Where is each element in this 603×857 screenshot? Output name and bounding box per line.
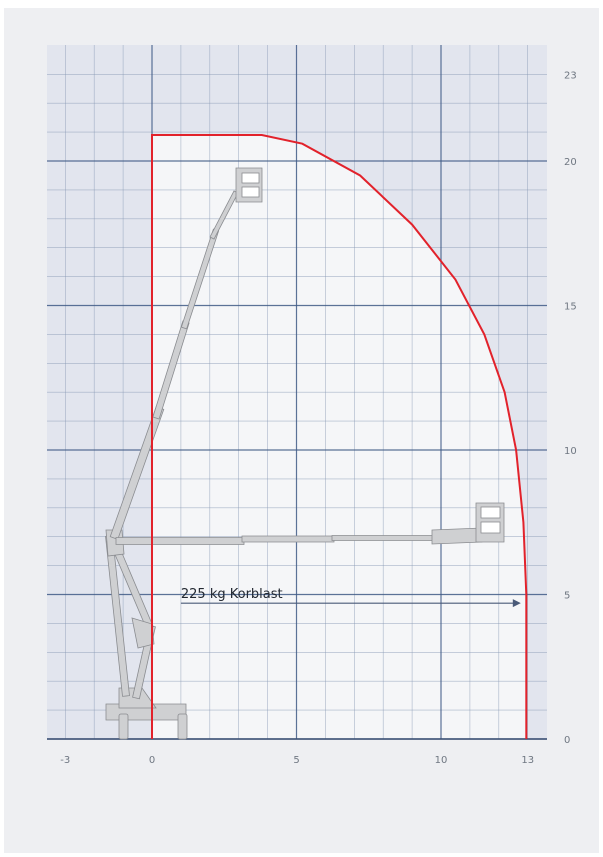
boom-section-3 bbox=[180, 228, 220, 330]
y-axis-ticks: 0 5 10 15 20 23 bbox=[564, 70, 577, 746]
aerial-platform-illustration bbox=[105, 167, 505, 740]
working-envelope-line bbox=[151, 134, 528, 739]
working-range-area bbox=[152, 135, 527, 739]
y-tick-label: 20 bbox=[564, 157, 577, 168]
diagram-card: 225 kg Korblast -3 0 5 10 13 0 5 10 15 20 23 bbox=[4, 8, 599, 853]
basket-raised-window bbox=[241, 172, 260, 184]
y-tick-label: 5 bbox=[564, 591, 570, 602]
load-label: 225 kg Korblast bbox=[181, 587, 283, 602]
lower-arm-1 bbox=[105, 535, 130, 697]
y-tick-label: 15 bbox=[564, 302, 577, 313]
y-tick-label: 10 bbox=[564, 446, 577, 457]
load-annotation: 225 kg Korblast bbox=[180, 587, 521, 608]
x-axis-ticks: -3 0 5 10 13 bbox=[60, 755, 534, 766]
jib-horizontal bbox=[431, 527, 483, 545]
basket-horizontal-window bbox=[480, 521, 501, 534]
jib-raised bbox=[209, 190, 239, 240]
basket-raised-window bbox=[241, 186, 260, 198]
working-range-diagram: 225 kg Korblast -3 0 5 10 13 0 5 10 15 20 23 bbox=[47, 45, 577, 766]
y-tick-label: 0 bbox=[564, 735, 570, 746]
front-wheel bbox=[118, 713, 129, 740]
x-tick-label: 10 bbox=[435, 755, 448, 766]
x-tick-label: -3 bbox=[60, 755, 70, 766]
knuckle-joint bbox=[131, 617, 155, 649]
boom-horizontal-1 bbox=[115, 537, 245, 545]
y-tick-label: 23 bbox=[564, 70, 577, 81]
x-tick-label: 5 bbox=[293, 755, 299, 766]
basket-horizontal-window bbox=[480, 506, 501, 519]
rear-wheel bbox=[177, 713, 188, 740]
boom-horizontal-2 bbox=[241, 535, 335, 543]
reach-arrow-head bbox=[512, 599, 521, 608]
boom-horizontal-3 bbox=[331, 535, 435, 541]
x-tick-label: 0 bbox=[149, 755, 155, 766]
boom-section-2 bbox=[152, 320, 190, 420]
x-tick-label: 13 bbox=[521, 755, 534, 766]
